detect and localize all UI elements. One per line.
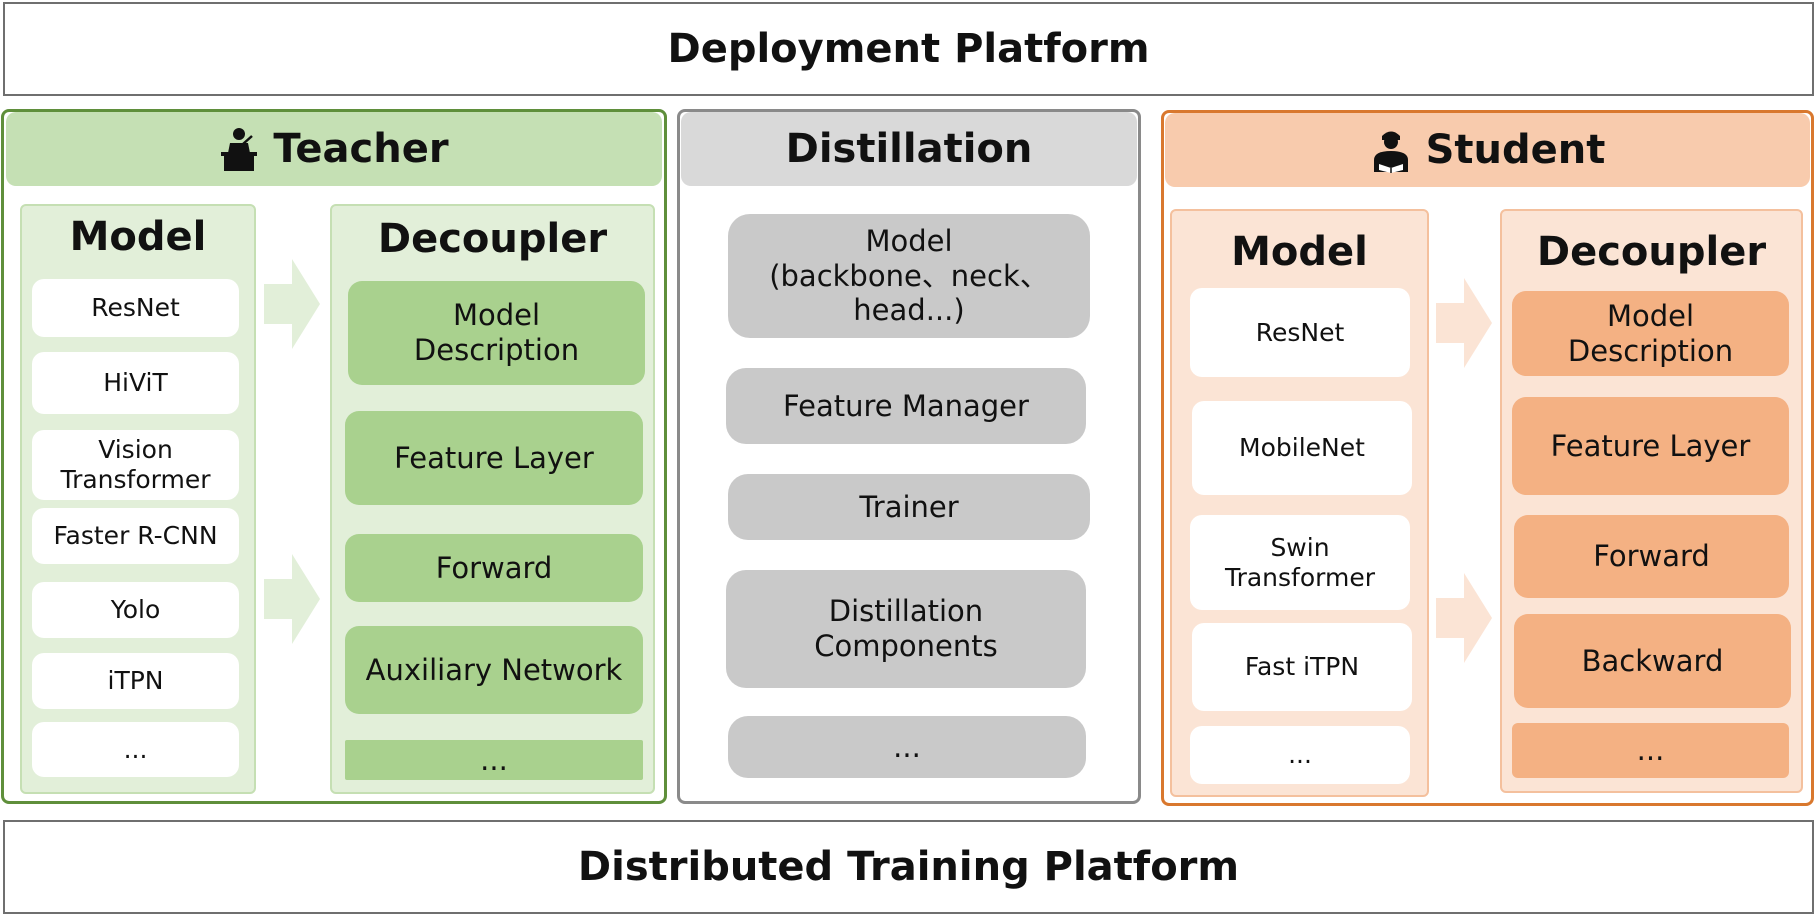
distillation-components: Distillation Components	[726, 570, 1086, 688]
student-model-more: ...	[1190, 726, 1410, 784]
teacher-decoupler-forward: Forward	[345, 534, 643, 602]
student-decoupler-feature-layer: Feature Layer	[1512, 397, 1789, 495]
teacher-decoupler-more: ...	[345, 740, 643, 780]
student-decoupler-forward: Forward	[1514, 515, 1789, 598]
teacher-decoupler-title: Decoupler	[377, 216, 608, 262]
student-decoupler-more: ...	[1512, 723, 1789, 778]
teacher-decoupler-model-description: Model Description	[348, 281, 645, 385]
student-model-mobilenet: MobileNet	[1192, 401, 1412, 495]
teacher-model-resnet: ResNet	[32, 279, 239, 337]
distillation-feature-manager: Feature Manager	[726, 368, 1086, 444]
student-model-fast-itpn: Fast iTPN	[1192, 623, 1412, 711]
student-decoupler-backward: Backward	[1514, 614, 1791, 708]
teacher-model-title: Model	[69, 214, 207, 260]
teacher-title: Teacher	[273, 126, 449, 172]
student-header: Student	[1165, 113, 1810, 187]
teacher-model-yolo: Yolo	[32, 582, 239, 638]
distillation-more: ...	[728, 716, 1086, 778]
teacher-arrow-bottom	[264, 554, 320, 644]
deployment-platform-banner: Deployment Platform	[3, 2, 1814, 96]
distributed-training-platform-label: Distributed Training Platform	[577, 844, 1240, 890]
student-decoupler-title: Decoupler	[1536, 229, 1767, 275]
distributed-training-platform-banner: Distributed Training Platform	[3, 820, 1814, 914]
teacher-model-vision-transformer: Vision Transformer	[32, 430, 239, 500]
student-model-swin-transformer: Swin Transformer	[1190, 515, 1410, 610]
student-decoupler-model-description: Model Description	[1512, 291, 1789, 376]
student-arrow-bottom	[1436, 573, 1492, 663]
teacher-model-hivit: HiViT	[32, 352, 239, 414]
teacher-model-more: ...	[32, 722, 239, 777]
deployment-platform-label: Deployment Platform	[667, 26, 1150, 72]
student-model-title: Model	[1231, 229, 1368, 275]
teacher-model-itpn: iTPN	[32, 653, 239, 709]
teacher-decoupler-feature-layer: Feature Layer	[345, 411, 643, 505]
student-title: Student	[1425, 127, 1606, 173]
distillation-model-box: Model (backbone、neck、 head...)	[728, 214, 1090, 338]
student-icon	[1370, 126, 1412, 174]
teacher-header: Teacher	[6, 112, 662, 186]
teacher-arrow-top	[264, 259, 320, 349]
student-arrow-top	[1436, 278, 1492, 368]
distillation-title: Distillation	[785, 126, 1033, 172]
distillation-trainer: Trainer	[728, 474, 1090, 540]
student-model-resnet: ResNet	[1190, 288, 1410, 377]
teacher-model-faster-rcnn: Faster R-CNN	[32, 508, 239, 564]
teacher-decoupler-auxiliary-network: Auxiliary Network	[345, 626, 643, 714]
teacher-icon	[219, 126, 259, 172]
distillation-header: Distillation	[681, 112, 1137, 186]
